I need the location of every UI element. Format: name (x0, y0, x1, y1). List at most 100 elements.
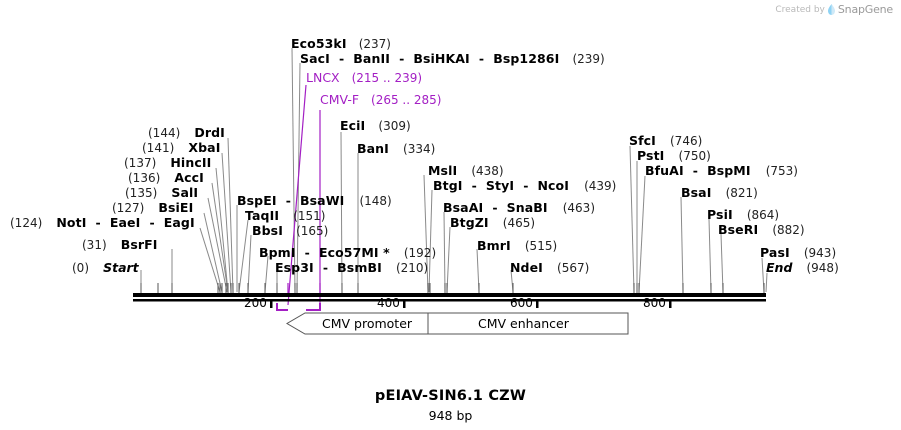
primer-span-ticks (287, 283, 321, 293)
label-esp3i-group: Esp3I - BsmBI (210) (275, 259, 428, 275)
label-taqii: TaqII (151) (245, 207, 325, 223)
label-bsiei: (127) BsiEI (112, 199, 193, 215)
enzyme-position: (463) (562, 201, 596, 215)
label-bsai: BsaI (821) (681, 184, 758, 200)
label-bsaai-group: BsaAI - SnaBI (463) (443, 199, 595, 215)
snapgene-wordmark: SnapGene (837, 3, 893, 16)
label-primer-cmvf: CMV-F (265 .. 285) (320, 92, 441, 107)
label-psii: PsiI (864) (707, 206, 779, 222)
enzyme-separator: - (95, 215, 101, 230)
label-btgzi: BtgZI (465) (450, 214, 535, 230)
label-saci-group: SacI - BanII - BsiHKAI - Bsp1286I (239) (300, 50, 605, 66)
feature-label-cmv-promoter[interactable]: CMV promoter (322, 316, 413, 331)
enzyme-name: BfuAI (645, 163, 684, 178)
enzyme-position: (148) (359, 194, 392, 208)
primer-brackets (276, 303, 321, 311)
enzyme-name: BsaWI (300, 193, 345, 208)
enzyme-separator: - (322, 260, 329, 275)
terminus-label: End (766, 260, 793, 275)
label-sali: (135) SalI (125, 184, 198, 200)
enzyme-position: (567) (557, 261, 590, 275)
dna-backbone (133, 293, 766, 302)
label-end-marker: End (948) (766, 259, 839, 275)
enzyme-name: BsaAI (443, 200, 484, 215)
enzyme-name: StyI (485, 178, 515, 193)
label-acci: (136) AccI (128, 169, 204, 185)
enzyme-name: SfcI (629, 133, 656, 148)
enzyme-name: SacI (300, 51, 330, 66)
enzyme-name: BsmBI (337, 260, 382, 275)
snapgene-drop-icon (827, 4, 835, 15)
enzyme-name: Bsp1286I (493, 51, 560, 66)
label-btgi-group: BtgI - StyI - NcoI (439) (433, 177, 616, 193)
enzyme-separator: - (492, 200, 498, 215)
label-bfuai-group: BfuAI - BspMI (753) (645, 162, 798, 178)
label-bspei-group: BspEI - BsaWI (148) (237, 192, 392, 208)
enzyme-position: (124) (10, 216, 43, 230)
enzyme-separator: - (692, 163, 698, 178)
enzyme-position: (864) (746, 208, 780, 222)
enzyme-name: BsiEI (158, 200, 194, 215)
enzyme-name: BanII (353, 51, 390, 66)
label-bpmi-group: BpmI - Eco57MI * (192) (259, 244, 436, 260)
enzyme-name: EaeI (109, 215, 141, 230)
ruler-label-800: 800 (643, 296, 666, 310)
label-bani: BanI (334) (357, 140, 435, 156)
enzyme-name: SnaBI (506, 200, 548, 215)
enzyme-name: EciI (340, 118, 366, 133)
enzyme-name: NotI (56, 215, 87, 230)
enzyme-position: (136) (128, 171, 161, 185)
primer-name: CMV-F (320, 92, 360, 107)
label-hincii: (137) HincII (124, 154, 211, 170)
enzyme-name: PstI (637, 148, 665, 163)
feature-label-cmv-enhancer[interactable]: CMV enhancer (478, 316, 569, 331)
enzyme-position: (31) (82, 238, 107, 252)
enzyme-position: (821) (725, 186, 758, 200)
enzyme-separator: - (339, 51, 345, 66)
enzyme-position: (334) (403, 142, 436, 156)
leader-lines-primers (287, 84, 321, 306)
enzyme-separator: - (304, 245, 310, 260)
enzyme-position: (141) (142, 141, 175, 155)
cut-site-ticks (140, 283, 765, 293)
enzyme-name: AccI (174, 170, 204, 185)
enzyme-name: BtgZI (450, 215, 489, 230)
enzyme-position: (237) (358, 37, 391, 51)
label-start-marker: (0) Start (72, 259, 139, 275)
enzyme-position: (439) (584, 179, 617, 193)
label-drdi: (144) DrdI (148, 124, 225, 140)
enzyme-position: (438) (471, 164, 504, 178)
enzyme-name: BanI (357, 141, 389, 156)
enzyme-name: PsiI (707, 207, 733, 222)
enzyme-position: (753) (765, 164, 798, 178)
created-by-label: Created by (775, 4, 825, 15)
primer-name: LNCX (306, 70, 340, 85)
enzyme-position: (465) (502, 216, 536, 230)
enzyme-name: BspMI (707, 163, 751, 178)
plasmid-size: 948 bp (428, 408, 473, 423)
enzyme-position: (309) (378, 119, 411, 133)
enzyme-position: (515) (524, 239, 558, 253)
label-msli: MslI (438) (428, 162, 504, 178)
label-bseri: BseRI (882) (718, 221, 805, 237)
label-bsrfi: (31) BsrFI (82, 236, 158, 252)
enzyme-separator: - (149, 215, 155, 230)
snapgene-credit: Created by SnapGene (775, 3, 893, 16)
enzyme-position: (943) (803, 246, 837, 260)
enzyme-name: PasI (760, 245, 790, 260)
enzyme-position: (165) (296, 224, 329, 238)
ruler-ticks (270, 299, 672, 308)
label-primer-lncx: LNCX (215 .. 239) (306, 70, 422, 85)
enzyme-name: BsiHKAI (413, 51, 470, 66)
enzyme-position: (192) (403, 246, 437, 260)
enzyme-separator: - (478, 51, 485, 66)
enzyme-name: Eco57MI * (318, 245, 390, 260)
terminus-label: Start (103, 260, 139, 275)
title-block: pEIAV-SIN6.1 CZW 948 bp (0, 388, 901, 423)
enzyme-separator: - (399, 51, 405, 66)
enzyme-position: (151) (293, 209, 326, 223)
enzyme-separator: - (471, 178, 477, 193)
enzyme-position: (144) (148, 126, 181, 140)
terminus-position: (948) (806, 261, 839, 275)
